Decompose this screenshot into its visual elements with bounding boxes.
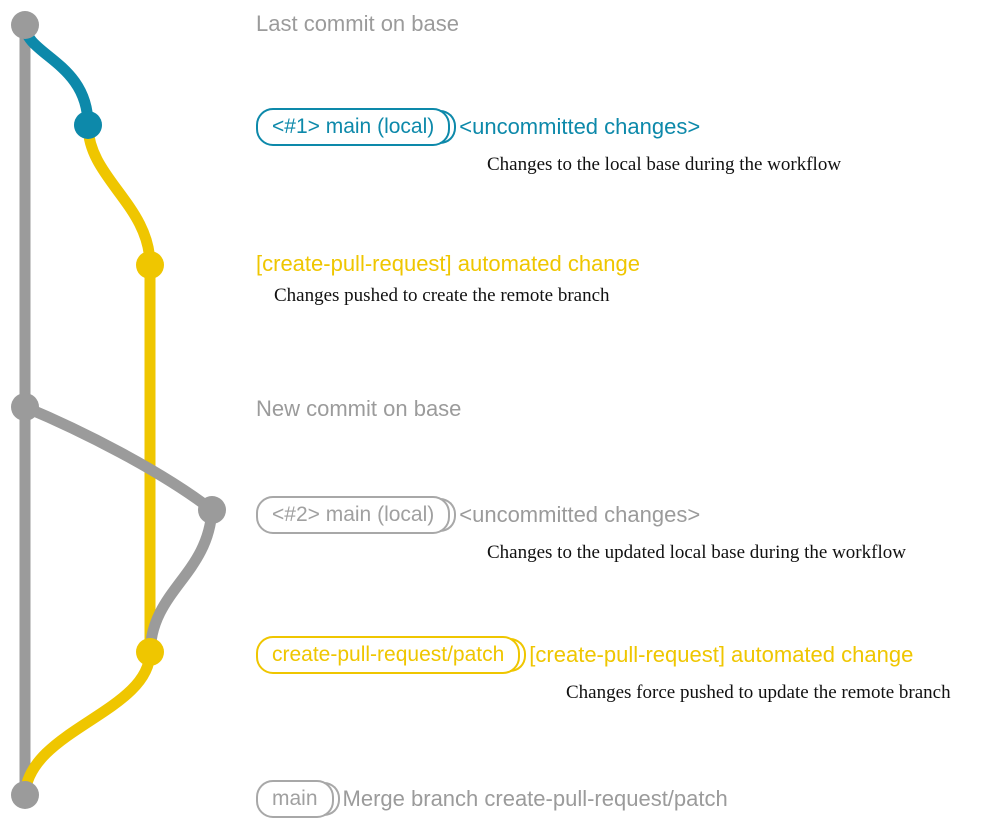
commit-row-automated-change-1: [create-pull-request] automated change C… <box>256 251 640 307</box>
commit-subject: <uncommitted changes> <box>459 502 701 527</box>
commit-note: Changes pushed to create the remote bran… <box>274 285 610 306</box>
commit-subject: Last commit on base <box>256 11 459 36</box>
commit-row-merge-commit: main Merge branch create-pull-request/pa… <box>256 780 728 818</box>
branch-badge-patch[interactable]: create-pull-request/patch <box>256 636 527 674</box>
commit-subject: New commit on base <box>256 396 462 421</box>
branch-badge-main[interactable]: main <box>256 780 340 818</box>
commit-subject: <uncommitted changes> <box>459 114 701 139</box>
row-head: [create-pull-request] automated change <box>256 251 640 277</box>
row-head: <#1> main (local) <uncommitted changes> <box>256 108 841 146</box>
row-head: create-pull-request/patch [create-pull-r… <box>256 636 951 674</box>
row-head: New commit on base <box>256 396 461 422</box>
commit-note: Changes to the local base during the wor… <box>487 154 842 175</box>
branch-badge-local-2[interactable]: <#2> main (local) <box>256 496 457 534</box>
branch-badge-local-1[interactable]: <#1> main (local) <box>256 108 457 146</box>
row-head: Last commit on base <box>256 11 459 37</box>
row-head: main Merge branch create-pull-request/pa… <box>256 780 728 818</box>
commit-subject: [create-pull-request] automated change <box>529 642 914 667</box>
commit-row-last-commit-on-base: Last commit on base <box>256 11 459 37</box>
commit-subject: [create-pull-request] automated change <box>256 251 641 276</box>
commit-subject: Merge branch create-pull-request/patch <box>342 786 728 811</box>
commit-row-automated-change-2: create-pull-request/patch [create-pull-r… <box>256 636 951 704</box>
commit-note: Changes to the updated local base during… <box>487 542 906 563</box>
commit-row-local-uncommitted-1: <#1> main (local) <uncommitted changes> … <box>256 108 841 176</box>
commit-row-new-commit-on-base: New commit on base <box>256 396 461 422</box>
commit-note: Changes force pushed to update the remot… <box>566 682 951 703</box>
row-head: <#2> main (local) <uncommitted changes> <box>256 496 906 534</box>
commit-row-local-uncommitted-2: <#2> main (local) <uncommitted changes> … <box>256 496 906 564</box>
